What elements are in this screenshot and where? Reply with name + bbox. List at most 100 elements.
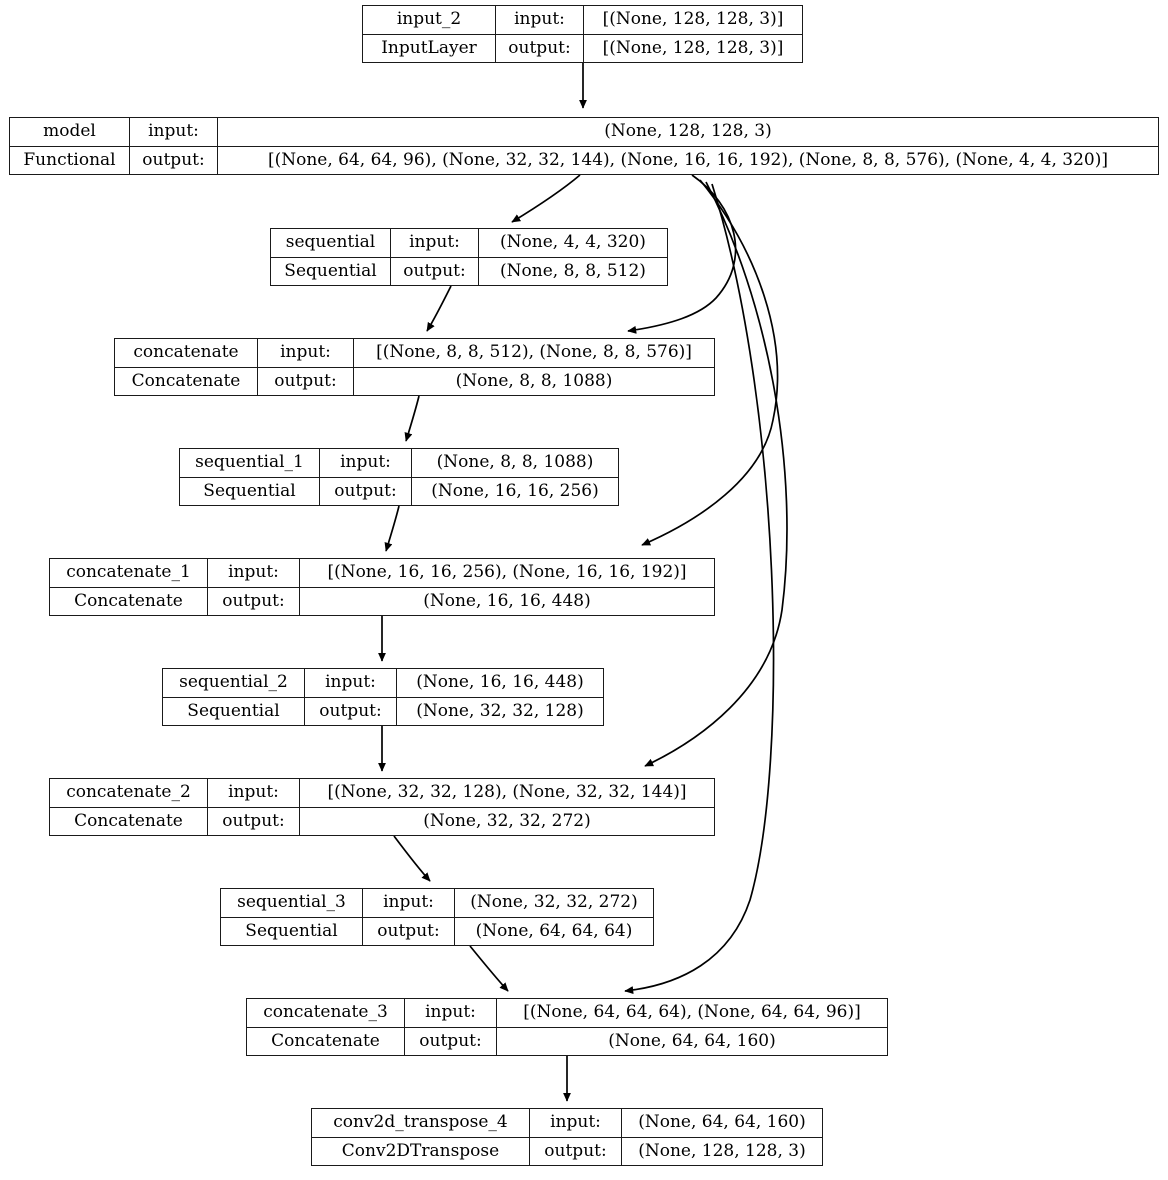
layer-class: Sequential [180,477,320,505]
output-shape: (None, 16, 16, 448) [423,590,591,611]
output-label: output: [305,697,397,725]
input-shape: (None, 64, 64, 160) [638,1112,806,1133]
edge-concatenate2-sequential3 [393,835,431,882]
output-label: output: [130,146,218,174]
input-shape: [(None, 128, 128, 3)] [602,9,784,30]
input-shape: (None, 16, 16, 448) [416,672,584,693]
output-label: output: [320,477,412,505]
input-shape: [(None, 64, 64, 64), (None, 64, 64, 96)] [523,1002,861,1023]
layer-name: sequential_2 [163,669,305,697]
input-label: input: [405,999,497,1027]
output-label: output: [530,1137,622,1165]
output-shape: (None, 8, 8, 1088) [455,370,613,391]
edge-concatenate-sequential1 [404,395,420,442]
layer-class: Sequential [271,257,391,285]
output-shape: (None, 64, 64, 160) [608,1030,776,1051]
layer-name: sequential_1 [180,449,320,477]
layer-class: InputLayer [363,34,496,62]
input-shape: [(None, 32, 32, 128), (None, 32, 32, 144… [327,782,687,803]
input-shape: [(None, 8, 8, 512), (None, 8, 8, 576)] [376,342,692,363]
output-shape: (None, 32, 32, 272) [423,810,591,831]
edge-sequential-concatenate [426,285,452,332]
layer-name: sequential_3 [221,889,363,917]
layer-name: conv2d_transpose_4 [312,1109,530,1137]
input-shape: (None, 8, 8, 1088) [436,452,594,473]
input-label: input: [496,6,584,34]
input-label: input: [320,449,412,477]
input-shape: (None, 32, 32, 272) [470,892,638,913]
output-shape: [(None, 64, 64, 96), (None, 32, 32, 144)… [267,149,1108,170]
input-label: input: [530,1109,622,1137]
output-label: output: [391,257,479,285]
edge-sequential3-concatenate3 [469,945,509,992]
input-shape: (None, 4, 4, 320) [500,232,646,253]
output-label: output: [363,917,455,945]
layer-class: Concatenate [50,807,208,835]
layer-name: concatenate_3 [247,999,405,1027]
output-shape: (None, 64, 64, 64) [475,920,633,941]
input-label: input: [208,779,300,807]
layer-class: Concatenate [115,367,258,395]
edge-model-sequential [511,174,581,223]
layer-name: model [10,118,130,146]
layer-class: Sequential [221,917,363,945]
input-label: input: [391,229,479,257]
output-shape: [(None, 128, 128, 3)] [602,37,784,58]
input-label: input: [130,118,218,146]
output-label: output: [208,807,300,835]
input-shape: [(None, 16, 16, 256), (None, 16, 16, 192… [327,562,687,583]
layer-class: Conv2DTranspose [312,1137,530,1165]
layer-name: sequential [271,229,391,257]
output-shape: (None, 8, 8, 512) [500,260,646,281]
input-label: input: [258,339,354,367]
layer-name: concatenate_1 [50,559,208,587]
output-label: output: [496,34,584,62]
input-label: input: [208,559,300,587]
output-shape: (None, 32, 32, 128) [416,700,584,721]
output-label: output: [208,587,300,615]
output-shape: (None, 16, 16, 256) [431,480,599,501]
layer-name: concatenate_2 [50,779,208,807]
input-shape: (None, 128, 128, 3) [604,121,772,142]
input-label: input: [363,889,455,917]
layer-class: Functional [10,146,130,174]
input-label: input: [305,669,397,697]
layer-class: Sequential [163,697,305,725]
layer-name: concatenate [115,339,258,367]
layer-class: Concatenate [247,1027,405,1055]
edge-sequential1-concatenate1 [384,505,400,552]
output-label: output: [405,1027,497,1055]
output-shape: (None, 128, 128, 3) [638,1140,806,1161]
